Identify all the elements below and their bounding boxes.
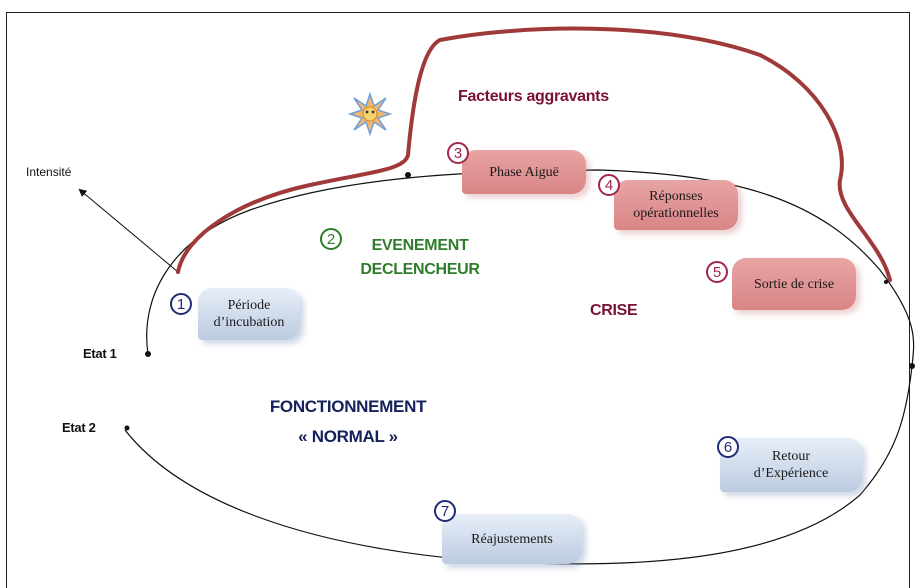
step2-number: 2 bbox=[320, 228, 342, 250]
state2-label: Etat 2 bbox=[62, 420, 96, 435]
normal-line1: FONCTIONNEMENT bbox=[269, 397, 427, 416]
curve-dot-right bbox=[884, 280, 888, 284]
step-acute-phase-box: Phase Aiguë bbox=[462, 150, 586, 194]
step4-number: 4 bbox=[598, 174, 620, 196]
step3-line1: Phase Aiguë bbox=[489, 164, 559, 180]
step1-line2: d’incubation bbox=[213, 315, 285, 330]
step6-number: 6 bbox=[717, 436, 739, 458]
intensity-label: Intensité bbox=[26, 165, 72, 179]
step-readjustments-box: Réajustements bbox=[442, 514, 582, 564]
step7-number: 7 bbox=[434, 500, 456, 522]
step7-line1: Réajustements bbox=[471, 531, 553, 547]
trigger-event-label: EVENEMENT DECLENCHEUR bbox=[330, 234, 510, 282]
trigger-line1: EVENEMENT bbox=[371, 237, 469, 254]
step6-line2: d’Expérience bbox=[753, 466, 829, 481]
step3-number: 3 bbox=[447, 142, 469, 164]
state1-label: Etat 1 bbox=[83, 346, 117, 361]
state2-dot bbox=[124, 425, 130, 431]
intensity-arrow bbox=[78, 188, 179, 273]
step6-line1: Retour bbox=[771, 449, 811, 464]
cycle-curve bbox=[124, 169, 915, 565]
step4-line2: opérationnelles bbox=[633, 206, 719, 221]
trigger-line2: DECLENCHEUR bbox=[360, 261, 480, 278]
normal-operation-label: FONCTIONNEMENT « NORMAL » bbox=[248, 392, 448, 452]
normal-line2: « NORMAL » bbox=[298, 427, 398, 446]
step-crisis-exit-box: Sortie de crise bbox=[732, 258, 856, 310]
step-feedback-box: Retour d’Expérience bbox=[720, 438, 862, 492]
explosion-burst-icon bbox=[348, 92, 392, 136]
crisis-label: CRISE bbox=[590, 302, 638, 319]
step4-line1: Réponses bbox=[649, 189, 703, 204]
step-operational-responses-box: Réponses opérationnelles bbox=[614, 180, 738, 230]
diagram-frame bbox=[6, 12, 910, 588]
step1-number: 1 bbox=[170, 293, 192, 315]
step5-number: 5 bbox=[706, 261, 728, 283]
step1-line1: Période bbox=[227, 298, 271, 313]
junction-dot-right bbox=[909, 363, 915, 369]
step-incubation-box: Période d’incubation bbox=[198, 288, 300, 340]
step5-line1: Sortie de crise bbox=[753, 276, 835, 292]
aggravating-factors-curve bbox=[176, 26, 892, 282]
state1-dot bbox=[145, 351, 151, 357]
junction-dot-left bbox=[405, 172, 411, 178]
aggravating-factors-label: Facteurs aggravants bbox=[458, 88, 609, 105]
